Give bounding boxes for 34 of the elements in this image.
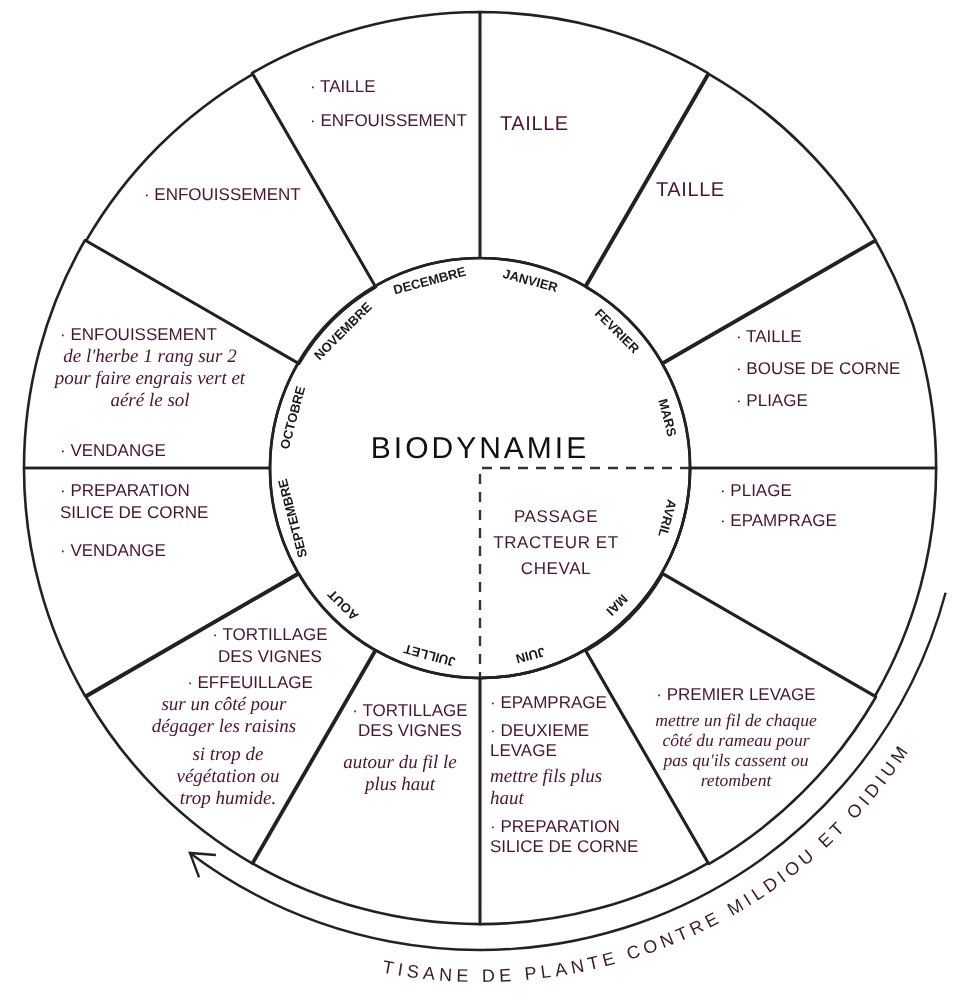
task-text: · ENFOUISSEMENT (310, 110, 467, 131)
task-text: · VENDANGE (60, 440, 166, 461)
task-text: · ENFOUISSEMENT (60, 324, 217, 345)
note-text: de l'herbe 1 rang sur 2 pour faire engrais vert et aéré le sol (51, 348, 248, 414)
month-segment (22, 238, 301, 470)
task-text: · DEUXIEME LEVAGE (490, 719, 592, 762)
note-text: si trop de végétation ou trop humide. (174, 746, 282, 812)
task-text: · EFFEUILLAGE (187, 672, 313, 693)
task-text: · TORTILLAGE DES VIGNES (210, 624, 330, 666)
task-text: TAILLE (656, 179, 725, 204)
task-text: · PREPARATION SILICE DE CORNE (60, 480, 211, 522)
center-title: BIODYNAMIE (370, 432, 590, 466)
note-text: autour du fil le plus haut (341, 753, 459, 798)
month-segment (583, 71, 877, 365)
task-text: · EPAMPRAGE (719, 510, 837, 531)
task-text: · VENDANGE (60, 540, 166, 561)
month-segment (659, 466, 938, 698)
task-text: · EPAMPRAGE (490, 691, 607, 713)
task-text: · TAILLE (735, 326, 802, 347)
dashed-quadrant (480, 468, 692, 680)
task-text: · TAILLE (310, 76, 376, 97)
task-text: · TORTILLAGE DES VIGNES (350, 699, 470, 742)
task-text: · PREMIER LEVAGE (656, 684, 816, 705)
task-text: TAILLE (500, 114, 569, 138)
note-text: mettre un fil de chaque côté du rameau pour pas qu'ils cassent ou retombent (654, 710, 818, 790)
task-text: · BOUSE DE CORNE (735, 358, 901, 379)
month-segment (659, 238, 938, 470)
task-text: · ENFOUISSEMENT (143, 183, 301, 205)
task-text: PASSAGE TRACTEUR ET CHEVAL (491, 504, 621, 582)
note-text: sur un côté pour dégager les raisins (149, 696, 299, 740)
task-text: · PREPARATION SILICE DE CORNE (490, 815, 641, 858)
note-text: mettre fils plus haut (490, 767, 605, 812)
task-text: · PLIAGE (719, 480, 792, 501)
task-text: · PLIAGE (735, 390, 808, 411)
